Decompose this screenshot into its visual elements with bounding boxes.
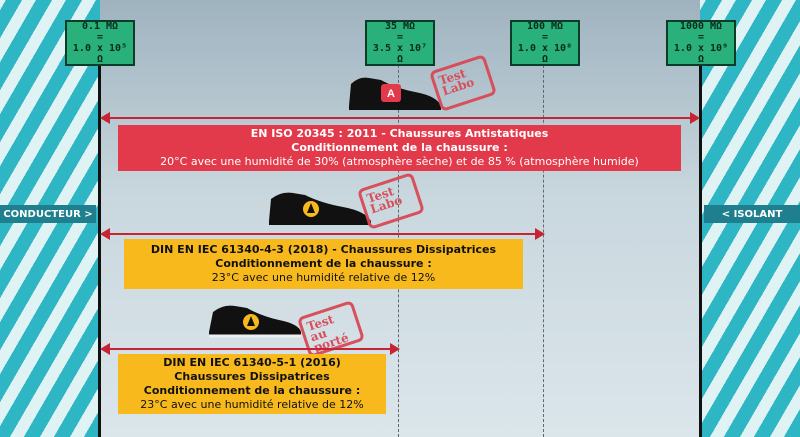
label-equals: =: [396, 32, 404, 43]
label-ohms: 3.5 x 10⁷ Ω: [372, 43, 428, 65]
axis-line-1000: [699, 40, 702, 437]
stamp-test-labo-2: Test Labo: [356, 172, 426, 230]
box-antistatic: EN ISO 20345 : 2011 - Chaussures Antista…: [118, 125, 681, 171]
esd-sneaker-icon: [209, 305, 301, 338]
box-title-2: Chaussures Dissipatrices: [174, 370, 330, 383]
axis-line-01: [98, 40, 101, 437]
dashed-line-35: [398, 40, 399, 437]
box-body: 20°C avec une humidité de 30% (atmosphèr…: [160, 155, 639, 168]
label-ohms: 1.0 x 10⁸ Ω: [517, 43, 573, 65]
box-title: DIN EN IEC 61340-4-3 (2018) - Chaussures…: [150, 243, 497, 256]
box-title: EN ISO 20345 : 2011 - Chaussures Antista…: [250, 127, 549, 140]
label-equals: =: [541, 32, 549, 43]
label-value: 1000 MΩ: [679, 21, 723, 32]
insulator-tag: < ISOLANT: [704, 205, 800, 223]
label-01mohm: 0.1 MΩ = 1.0 x 10⁵ Ω: [65, 20, 135, 66]
box-subtitle: Conditionnement de la chaussure :: [291, 141, 508, 154]
shoe-badge: A: [387, 88, 395, 100]
box-body: 23°C avec une humidité relative de 12%: [211, 271, 436, 284]
label-value: 100 MΩ: [526, 21, 564, 32]
conductor-tag: CONDUCTEUR >: [0, 205, 96, 223]
box-dissipative-5-1: DIN EN IEC 61340-5-1 (2016) Chaussures D…: [118, 354, 386, 414]
label-1000mohm: 1000 MΩ = 1.0 x 10⁹ Ω: [666, 20, 736, 66]
label-35mohm: 35 MΩ = 3.5 x 10⁷ Ω: [365, 20, 435, 66]
arrow-dissipative-range-2: [100, 343, 400, 355]
box-dissipative-4-3: DIN EN IEC 61340-4-3 (2018) - Chaussures…: [124, 239, 523, 289]
box-subtitle: Conditionnement de la chaussure :: [143, 384, 361, 397]
label-equals: =: [697, 32, 705, 43]
label-value: 0.1 MΩ: [81, 21, 119, 32]
label-ohms: 1.0 x 10⁹ Ω: [673, 43, 729, 65]
box-subtitle: Conditionnement de la chaussure :: [215, 257, 432, 270]
label-100mohm: 100 MΩ = 1.0 x 10⁸ Ω: [510, 20, 580, 66]
esd-shoe-icon: [269, 192, 371, 225]
box-title: DIN EN IEC 61340-5-1 (2016): [163, 356, 341, 369]
arrow-dissipative-range-1: [100, 228, 545, 240]
label-equals: =: [96, 32, 104, 43]
label-value: 35 MΩ: [384, 21, 416, 32]
stamp-test-labo-1: Test Labo: [428, 54, 498, 112]
box-body: 23°C avec une humidité relative de 12%: [140, 398, 364, 411]
antistatic-shoe-icon: A: [349, 77, 441, 110]
arrow-antistatic-range: [100, 112, 700, 124]
label-ohms: 1.0 x 10⁵ Ω: [72, 43, 128, 65]
